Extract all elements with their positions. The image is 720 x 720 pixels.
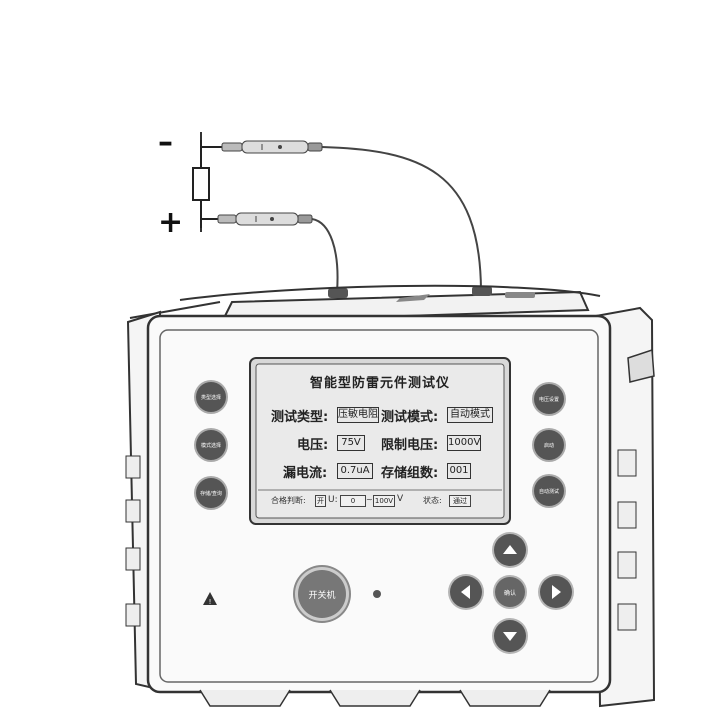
type-select-button[interactable]: 类型选择: [196, 382, 226, 412]
plus-sign: +: [158, 205, 184, 240]
leakage-value: 0.7uA: [337, 463, 373, 479]
storage-value: 001: [447, 463, 471, 479]
arrow-right-icon: [552, 585, 561, 599]
voltage-value: 75V: [337, 435, 365, 451]
u-sep: ~: [366, 495, 373, 504]
voltage-label: 电压:: [297, 438, 329, 453]
cable-positive: [311, 218, 339, 293]
storage-label: 存储组数:: [381, 466, 439, 481]
pass-label: 合格判断:: [271, 496, 306, 505]
nav-up-button[interactable]: [494, 534, 526, 566]
leakage-label: 漏电流:: [283, 466, 328, 481]
u-max: 100V: [373, 495, 395, 507]
nav-right-button[interactable]: [540, 576, 572, 608]
pass-switch: 开: [315, 495, 326, 507]
u-min: 0: [340, 495, 366, 507]
lcd-screen: 智能型防雷元件测试仪 测试类型: 压敏电阻 测试模式: 自动模式 电压: 75V…: [257, 364, 503, 516]
power-button[interactable]: 开关机: [298, 570, 346, 618]
limit-voltage-label: 限制电压:: [381, 438, 439, 453]
status-value: 通过: [449, 495, 471, 507]
cable-negative: [321, 146, 482, 291]
probe-negative: [201, 140, 323, 154]
nav-down-button[interactable]: [494, 620, 526, 652]
store-query-button[interactable]: 存储/查询: [196, 478, 226, 508]
indicator-dot: [373, 590, 381, 598]
warning-icon: [203, 592, 217, 605]
arrow-up-icon: [503, 545, 517, 554]
svg-text:!: !: [209, 598, 212, 606]
minus-sign: –: [158, 125, 173, 160]
test-mode-label: 测试模式:: [381, 410, 439, 425]
arrow-left-icon: [461, 585, 470, 599]
test-type-value: 压敏电阻: [337, 407, 379, 423]
ok-button[interactable]: 确认: [495, 577, 525, 607]
mode-select-button[interactable]: 模式选择: [196, 430, 226, 460]
u-label: U:: [328, 495, 338, 505]
status-label: 状态:: [423, 496, 442, 505]
arrow-down-icon: [503, 632, 517, 641]
nav-left-button[interactable]: [450, 576, 482, 608]
test-mode-value: 自动模式: [447, 407, 493, 423]
voltage-set-button[interactable]: 电压设置: [534, 384, 564, 414]
start-button[interactable]: 启动: [534, 430, 564, 460]
test-type-label: 测试类型:: [271, 410, 329, 425]
u-unit: V: [397, 494, 404, 504]
auto-test-button[interactable]: 自动测试: [534, 476, 564, 506]
probe-positive: [201, 212, 313, 226]
screen-title: 智能型防雷元件测试仪: [309, 376, 450, 391]
limit-voltage-value: 1000V: [447, 435, 481, 451]
resistor-symbol: [192, 167, 210, 201]
